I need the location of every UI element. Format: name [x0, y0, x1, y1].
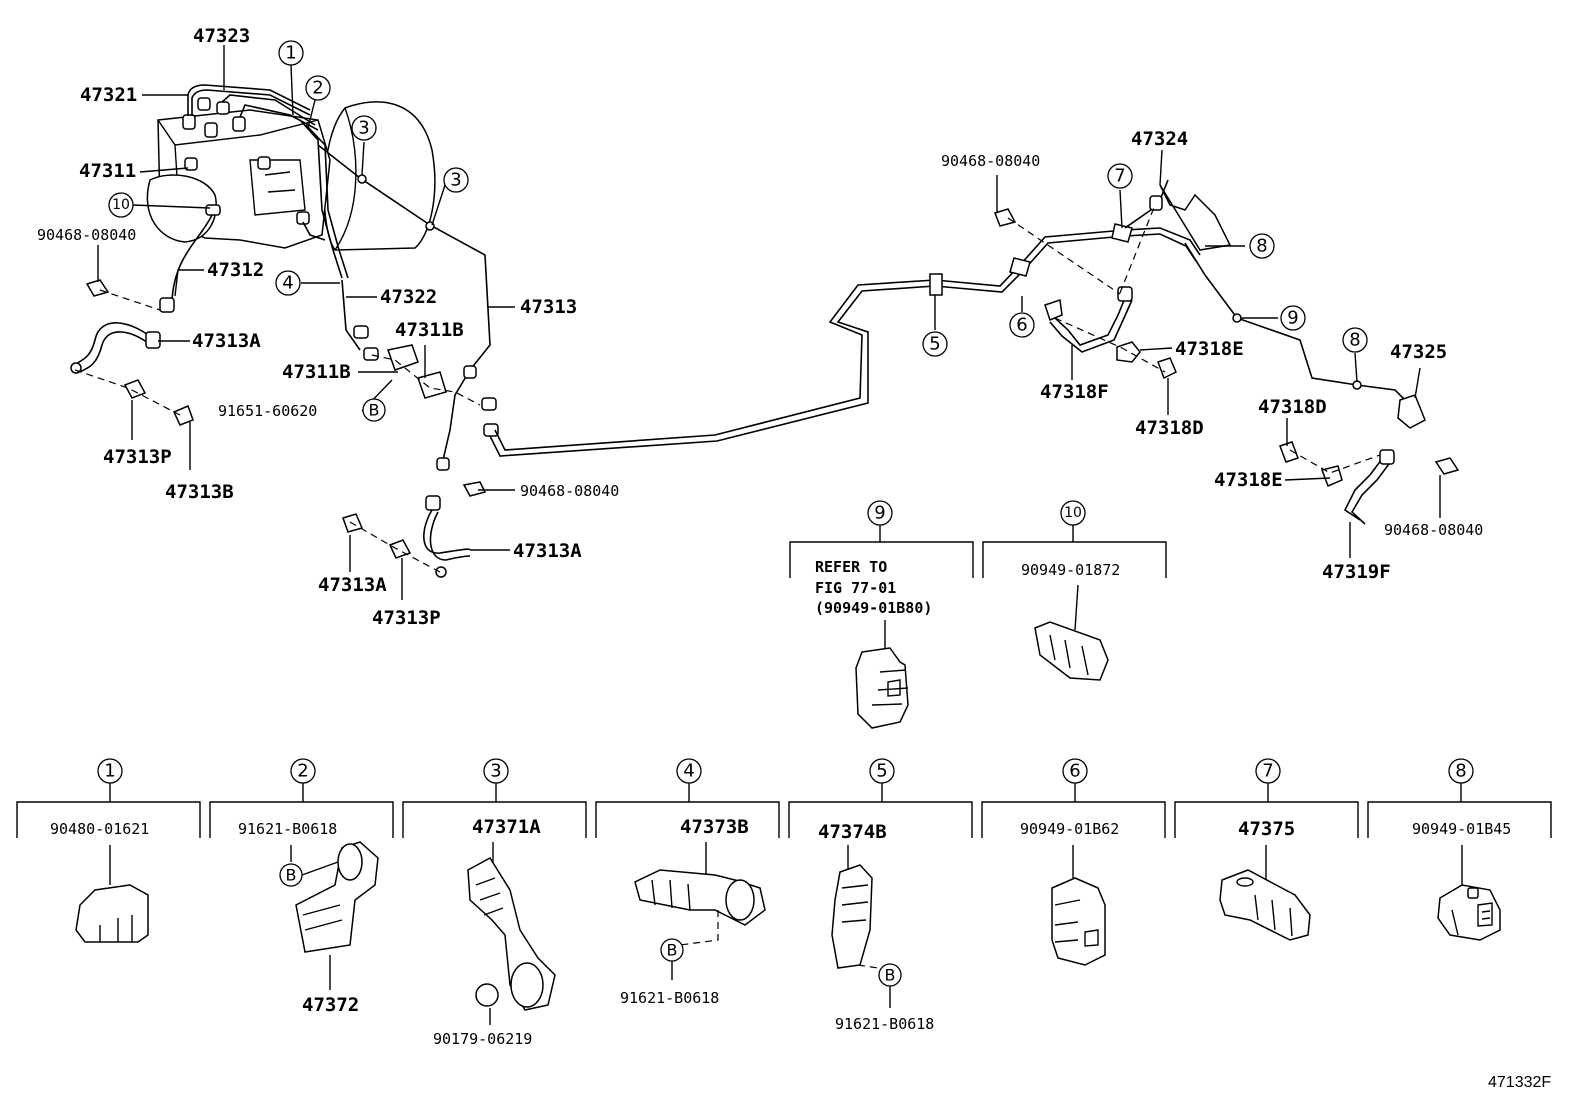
label-91651-60620: 91651-60620	[218, 402, 317, 420]
detail-5-b: B	[885, 966, 896, 985]
detail-9-line-2: FIG 77-01	[815, 579, 896, 597]
callout-6: 6	[1016, 315, 1027, 336]
callout-8-b: 8	[1349, 330, 1360, 351]
detail-3-line-1: 47371A	[472, 816, 541, 838]
callout-circles: 1 2 3 3 4 5 6 7 8 8 9 10 B	[108, 40, 1368, 422]
detail-box-9: 9 REFER TO FIG 77-01 (90949-01B80)	[789, 500, 974, 729]
label-90468-08040-d: 90468-08040	[1384, 521, 1483, 539]
detail-8-number: 8	[1455, 761, 1466, 782]
label-90468-08040-a: 90468-08040	[37, 226, 136, 244]
label-90468-08040-c: 90468-08040	[941, 152, 1040, 170]
label-47323: 47323	[193, 25, 250, 47]
label-47313B: 47313B	[165, 481, 234, 503]
detail-5-line-1: 47374B	[818, 821, 887, 843]
detail-2-part-47372: 47372	[302, 994, 359, 1016]
detail-7-line-1: 47375	[1238, 818, 1295, 840]
label-90468-08040-b: 90468-08040	[520, 482, 619, 500]
label-47318D-b: 47318D	[1258, 396, 1327, 418]
detail-8-line-1: 90949-01B45	[1412, 820, 1511, 838]
callout-3-a: 3	[358, 118, 369, 139]
detail-10-number: 10	[1064, 505, 1082, 521]
detail-6-number: 6	[1069, 761, 1080, 782]
detail-4-line-1: 47373B	[680, 816, 749, 838]
master-cylinder-assembly	[70, 84, 1460, 578]
label-47313: 47313	[520, 296, 577, 318]
detail-9-line-1: REFER TO	[815, 558, 887, 576]
label-47325: 47325	[1390, 341, 1447, 363]
label-47312: 47312	[207, 259, 264, 281]
detail-2-line-1: 91621-B0618	[238, 820, 337, 838]
callout-9: 9	[1287, 308, 1298, 329]
detail-2-b: B	[286, 866, 297, 885]
label-47324: 47324	[1131, 128, 1188, 150]
leader-lines	[97, 45, 1441, 600]
label-47311B-b: 47311B	[282, 361, 351, 383]
detail-9-number: 9	[874, 503, 885, 524]
label-47321: 47321	[80, 84, 137, 106]
callout-B: B	[369, 401, 380, 420]
label-47311: 47311	[79, 160, 136, 182]
detail-5-number: 5	[876, 761, 887, 782]
detail-1-number: 1	[104, 761, 115, 782]
callout-7: 7	[1114, 166, 1125, 187]
assembly-dash-lines	[74, 204, 1381, 573]
detail-box-5: 5 47374B B 91621-B0618	[788, 758, 973, 1033]
detail-box-10: 10 90949-01872	[982, 500, 1167, 681]
detail-3-number: 3	[490, 761, 501, 782]
detail-4-part-91621-b0618: 91621-B0618	[620, 989, 719, 1007]
detail-6-line-1: 90949-01B62	[1020, 820, 1119, 838]
label-47318D-a: 47318D	[1135, 417, 1204, 439]
detail-box-3: 3 47371A 90179-06219	[402, 758, 587, 1048]
detail-box-7: 7 47375	[1174, 758, 1359, 941]
label-47318E-b: 47318E	[1214, 469, 1283, 491]
callout-5: 5	[929, 334, 940, 355]
label-47322: 47322	[380, 286, 437, 308]
label-47313A-b: 47313A	[513, 540, 582, 562]
label-47313P-b: 47313P	[372, 607, 441, 629]
label-47313P-a: 47313P	[103, 446, 172, 468]
detail-box-1: 1 90480-01621	[16, 758, 201, 943]
part-labels: 47323 47321 47311 90468-08040 47312 4732…	[37, 25, 1483, 629]
detail-box-6: 6 90949-01B62	[981, 758, 1166, 966]
detail-box-2: 2 91621-B0618 B 47372	[209, 758, 394, 1016]
label-47311B-a: 47311B	[395, 319, 464, 341]
callout-3-b: 3	[450, 170, 461, 191]
detail-box-4: 4 47373B B 91621-B0618	[595, 758, 780, 1007]
callout-1: 1	[285, 43, 296, 64]
label-47313A-c: 47313A	[318, 574, 387, 596]
detail-7-number: 7	[1262, 761, 1273, 782]
detail-9-line-3: (90949-01B80)	[815, 599, 932, 617]
label-47318E-a: 47318E	[1175, 338, 1244, 360]
detail-box-8: 8 90949-01B45	[1367, 758, 1552, 941]
figure-code: 471332F	[1488, 1074, 1551, 1091]
label-47319F: 47319F	[1322, 561, 1391, 583]
label-47313A-a: 47313A	[192, 330, 261, 352]
detail-4-b: B	[667, 941, 678, 960]
callout-4: 4	[282, 273, 293, 294]
detail-10-line-1: 90949-01872	[1021, 561, 1120, 579]
label-47318F: 47318F	[1040, 381, 1109, 403]
detail-5-part-91621-b0618: 91621-B0618	[835, 1015, 934, 1033]
detail-4-number: 4	[683, 761, 694, 782]
detail-1-line-1: 90480-01621	[50, 820, 149, 838]
callout-10: 10	[112, 197, 130, 213]
callout-2: 2	[312, 78, 323, 99]
detail-2-number: 2	[297, 761, 308, 782]
callout-8-a: 8	[1256, 236, 1267, 257]
detail-3-part-90179-06219: 90179-06219	[433, 1030, 532, 1048]
